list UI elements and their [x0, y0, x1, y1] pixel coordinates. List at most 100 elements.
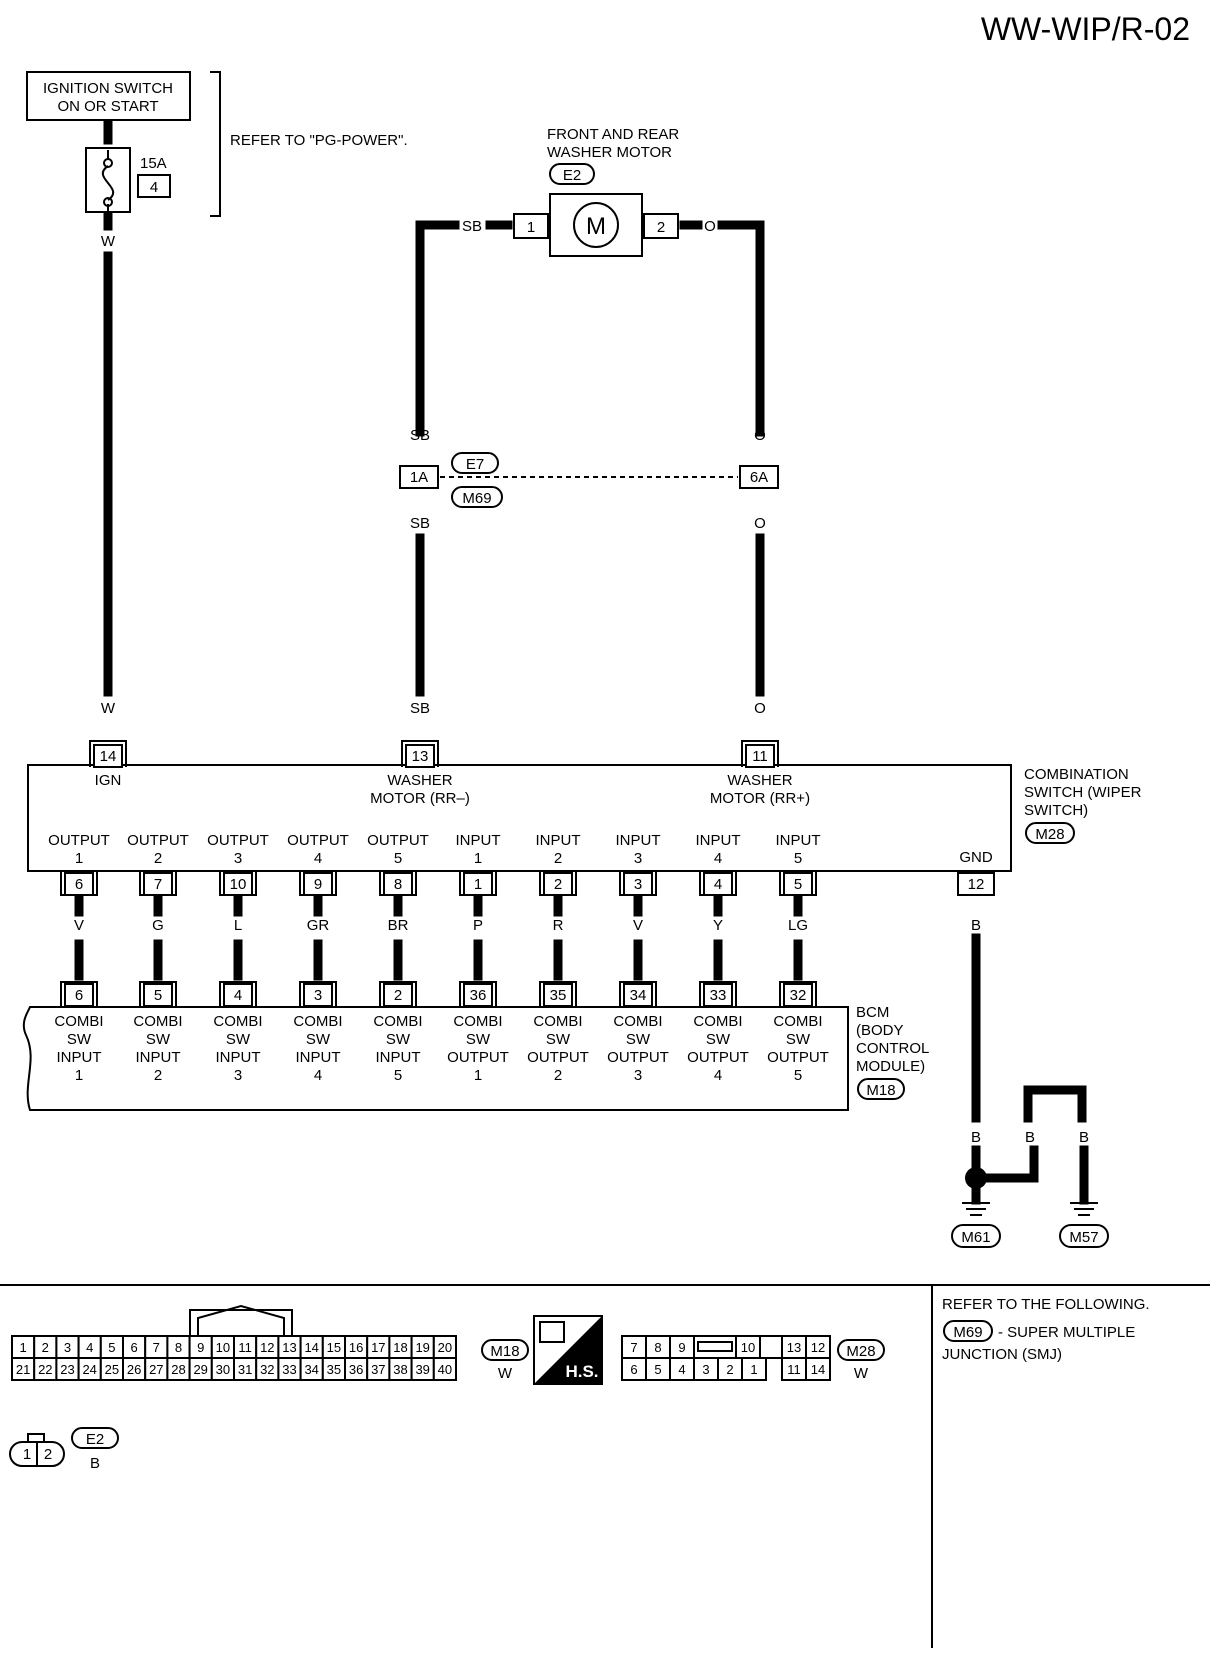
motor-pin2: 2	[657, 219, 665, 236]
m28-cell-text: 3	[702, 1362, 709, 1377]
bcm-pin-box-4	[383, 983, 413, 1007]
bcm-pin-label-l1-3: COMBI	[293, 1013, 342, 1030]
e7-connector: E7	[466, 456, 484, 473]
bcm-pin-shroud-0	[60, 981, 98, 1007]
fuse-number-box	[137, 174, 171, 198]
comb-wire-color-6: R	[553, 917, 564, 934]
motor-symbol: M	[586, 213, 606, 240]
refer-m69: M69	[953, 1324, 982, 1341]
m28-face-conn: M28	[846, 1343, 875, 1360]
gnd-label: GND	[959, 849, 993, 866]
e7-tag	[451, 452, 499, 474]
m61-tag	[951, 1224, 1001, 1248]
m28-cell-r1	[759, 1335, 783, 1359]
bcm-pin-label-l1-9: COMBI	[773, 1013, 822, 1030]
e2-face-tag	[71, 1427, 119, 1449]
m18-cell-text: 16	[349, 1340, 363, 1355]
bcm-pin-shroud-9	[779, 981, 817, 1007]
bcm-pin-label-l1-5: COMBI	[453, 1013, 502, 1030]
m18-cell-text: 31	[238, 1362, 252, 1377]
ground-splice	[965, 1167, 987, 1189]
m18-cell-text: 32	[260, 1362, 274, 1377]
ignition-switch-box	[26, 71, 191, 121]
comb-out-label1-2: OUTPUT	[207, 832, 269, 849]
bcm-pin-label-l3-6: OUTPUT	[527, 1049, 589, 1066]
washer-motor-label-2: WASHER MOTOR	[547, 144, 672, 161]
bcm-pin-4: 2	[394, 987, 402, 1004]
bcm-pin-box-5	[463, 983, 493, 1007]
bcm-label-4: MODULE)	[856, 1058, 925, 1075]
m18-cell-text: 37	[371, 1362, 385, 1377]
comb-wire-color-4: BR	[388, 917, 409, 934]
m18-cell-text: 8	[175, 1340, 182, 1355]
refer-smj-2: JUNCTION (SMJ)	[942, 1346, 1062, 1363]
comb-out-label1-6: INPUT	[536, 832, 581, 849]
bcm-pin-box-9	[783, 983, 813, 1007]
bcm-pin-box-6	[543, 983, 573, 1007]
comb-out-label2-8: 4	[714, 850, 722, 867]
top-pin-2-shroud	[741, 740, 779, 767]
e2-connector-tag	[549, 163, 595, 185]
bcm-label-3: CONTROL	[856, 1040, 929, 1057]
bcm-pin-label-l2-6: SW	[546, 1031, 571, 1048]
wire-o-above-6a: O	[754, 427, 766, 444]
bcm-label-2: (BODY	[856, 1022, 904, 1039]
bcm-pin-label-l2-8: SW	[706, 1031, 731, 1048]
junction-6a-box	[739, 465, 779, 489]
comb-out-label1-7: INPUT	[616, 832, 661, 849]
refer-bracket	[210, 71, 221, 217]
bcm-pin-label-l2-4: SW	[386, 1031, 411, 1048]
m69-tag	[451, 486, 503, 508]
e2-face-pin2: 2	[44, 1446, 52, 1463]
bcm-pin-label-l4-0: 1	[75, 1067, 83, 1084]
top-wire-2: O	[754, 700, 766, 717]
comb-out-label2-2: 3	[234, 850, 242, 867]
bcm-pin-label-l4-1: 2	[154, 1067, 162, 1084]
m28-cell-text: 5	[654, 1362, 661, 1377]
refer-pg-power: REFER TO "PG-POWER".	[230, 132, 408, 149]
bcm-pin-label-l4-6: 2	[554, 1067, 562, 1084]
m18-cell-text: 17	[371, 1340, 385, 1355]
ground-wire-2: B	[1025, 1129, 1035, 1146]
bcm-pin-label-l2-3: SW	[306, 1031, 331, 1048]
washer-motor-body	[549, 193, 643, 257]
bcm-pin-box-0	[64, 983, 94, 1007]
m28-cell-text: 10	[741, 1340, 755, 1355]
bcm-pin-shroud-7	[619, 981, 657, 1007]
wire-gnd-loop	[1023, 1085, 1087, 1123]
bcm-pin-box-7	[623, 983, 653, 1007]
comb-pin-9: 5	[794, 876, 802, 893]
comb-out-label2-3: 4	[314, 850, 322, 867]
comb-out-label1-9: INPUT	[776, 832, 821, 849]
m28-cell-text: 4	[678, 1362, 685, 1377]
bcm-pin-label-l2-7: SW	[626, 1031, 651, 1048]
e2-face-conn: E2	[86, 1431, 104, 1448]
bcm-pin-label-l2-5: SW	[466, 1031, 491, 1048]
bcm-label-1: BCM	[856, 1004, 889, 1021]
m18-cell-text: 13	[282, 1340, 296, 1355]
bcm-pin-3: 3	[314, 987, 322, 1004]
m28-cell-text: 11	[787, 1362, 801, 1377]
bcm-pin-label-l4-3: 4	[314, 1067, 322, 1084]
comb-out-label1-4: OUTPUT	[367, 832, 429, 849]
top-wire-1: SB	[410, 700, 430, 717]
comb-wire-color-8: Y	[713, 917, 723, 934]
bcm-pin-label-l3-7: OUTPUT	[607, 1049, 669, 1066]
bcm-pin-0: 6	[75, 987, 83, 1004]
comb-pin-0: 6	[75, 876, 83, 893]
bcm-pin-label-l4-5: 1	[474, 1067, 482, 1084]
m18-cell-text: 5	[108, 1340, 115, 1355]
comb-label-3: SWITCH)	[1024, 802, 1088, 819]
bcm-pin-box-2	[223, 983, 253, 1007]
m28-lock-slot	[697, 1341, 733, 1352]
wire-sb-top	[415, 220, 460, 437]
comb-out-label1-3: OUTPUT	[287, 832, 349, 849]
refer-following: REFER TO THE FOLLOWING.	[942, 1296, 1150, 1313]
bcm-pin-shroud-8	[699, 981, 737, 1007]
top-pin-2-box	[745, 744, 775, 768]
bcm-pin-label-l1-2: COMBI	[213, 1013, 262, 1030]
m18-cell-text: 22	[38, 1362, 52, 1377]
m18-cell-text: 34	[304, 1362, 318, 1377]
m18-cell-text: 23	[60, 1362, 74, 1377]
